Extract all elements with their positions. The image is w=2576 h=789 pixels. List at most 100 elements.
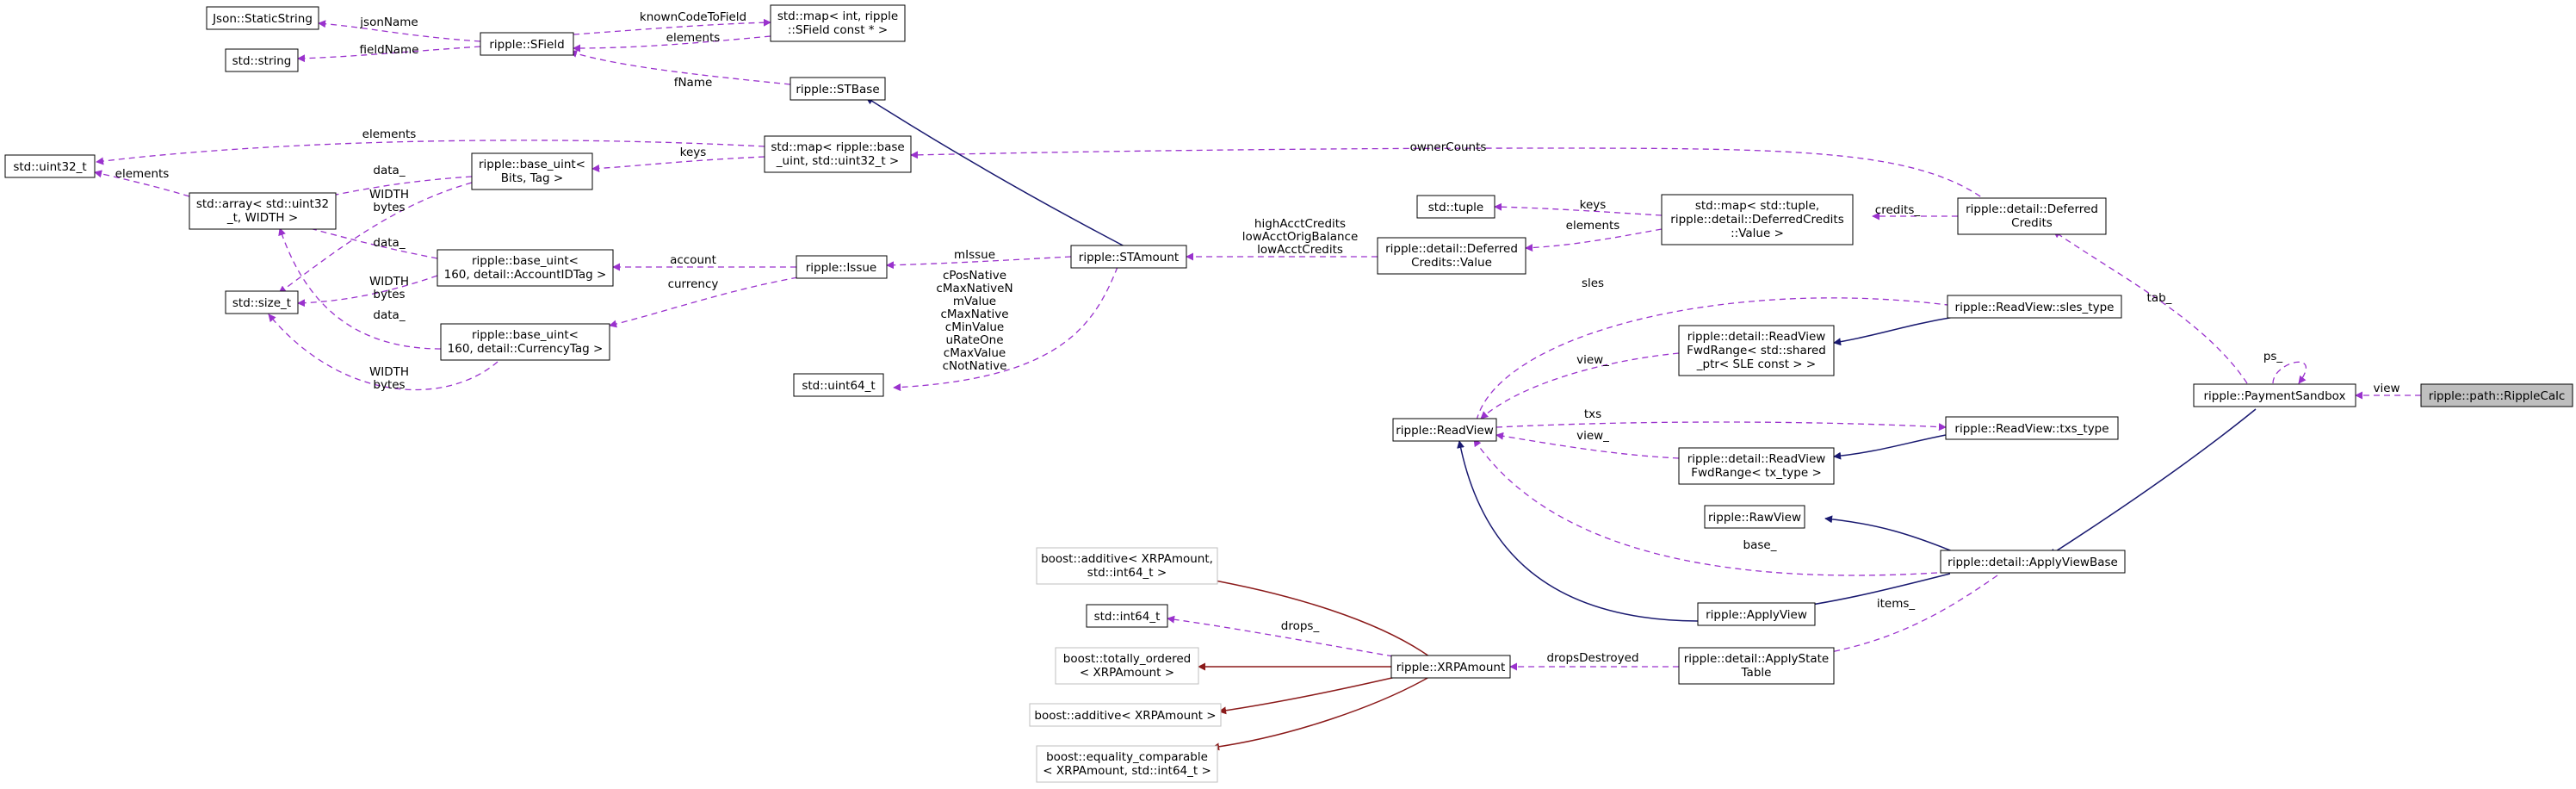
nodes: Json::StaticString std::string ripple::S…: [4, 4, 2573, 783]
svg-text:ripple::ApplyView: ripple::ApplyView: [1706, 608, 1807, 622]
node-base-uint-bits[interactable]: ripple::base_uint<Bits, Tag >: [471, 152, 593, 190]
edge-xrpamount-to-equality-comparable: [1211, 676, 1430, 751]
edge-readview-to-sles-type: [1476, 297, 1955, 421]
edges: [94, 18, 2421, 751]
edge-stamount-to-stbase: [865, 96, 1129, 249]
svg-text:std::tuple: std::tuple: [1428, 201, 1483, 214]
node-tuple[interactable]: std::tuple: [1416, 195, 1495, 219]
node-map-int-sfield[interactable]: std::map< int, ripple::SField const * >: [770, 4, 906, 42]
node-array-uint32[interactable]: std::array< std::uint32_t, WIDTH >: [189, 192, 337, 230]
svg-text:Json::StaticString: Json::StaticString: [212, 12, 313, 26]
node-apply-view-base[interactable]: ripple::detail::ApplyViewBase: [1940, 550, 2126, 574]
node-json-staticstring[interactable]: Json::StaticString: [206, 6, 319, 30]
node-int64[interactable]: std::int64_t: [1086, 604, 1168, 628]
edge-label-sles: sles: [1582, 276, 1604, 290]
node-sfield[interactable]: ripple::SField: [480, 32, 574, 56]
edge-apply-view-base-to-readview: [1473, 438, 1938, 576]
edge-label-keys-tuple: keys: [1580, 198, 1607, 212]
edge-label-account: account: [670, 253, 716, 267]
svg-text:boost::equality_comparable< XR: boost::equality_comparable< XRPAmount, s…: [1043, 750, 1211, 778]
node-sles-type[interactable]: ripple::ReadView::sles_type: [1947, 295, 2122, 319]
node-size-t[interactable]: std::size_t: [225, 290, 299, 314]
edge-labels: jsonName knownCodeToField fieldName elem…: [115, 10, 2400, 665]
edge-label-drops: drops_: [1281, 619, 1320, 633]
node-payment-sandbox[interactable]: ripple::PaymentSandbox: [2193, 383, 2356, 407]
edge-label-base: base_: [1743, 538, 1777, 552]
svg-text:ripple::RawView: ripple::RawView: [1708, 511, 1801, 525]
edge-issue-to-base-uint-currency: [609, 275, 808, 328]
edge-base-uint-currency-to-array: [278, 227, 442, 350]
edge-map-tuple-to-tuple: [1494, 202, 1663, 216]
edge-label-missue: mIssue: [954, 248, 995, 262]
edge-label-credits: credits_: [1875, 203, 1921, 217]
edge-map-base-uint-to-base-uint-bits: [591, 156, 765, 172]
edge-stamount-to-uint64: [893, 266, 1118, 392]
svg-text:ripple::XRPAmount: ripple::XRPAmount: [1396, 661, 1506, 674]
node-std-string[interactable]: std::string: [225, 48, 299, 72]
svg-text:std::size_t: std::size_t: [232, 296, 291, 310]
edge-apply-view-base-to-rawview: [1824, 515, 1964, 556]
node-ripple-calc[interactable]: ripple::path::RippleCalc: [2420, 383, 2573, 407]
node-map-tuple[interactable]: std::map< std::tuple,ripple::detail::Def…: [1661, 194, 1854, 245]
node-additive-xrp[interactable]: boost::additive< XRPAmount >: [1029, 703, 1222, 727]
svg-text:ripple::Issue: ripple::Issue: [806, 261, 877, 275]
node-equality-comparable[interactable]: boost::equality_comparable< XRPAmount, s…: [1036, 745, 1218, 783]
edge-label-elements-uint32-map: elements: [362, 127, 417, 141]
node-rawview[interactable]: ripple::RawView: [1704, 505, 1805, 529]
node-issue[interactable]: ripple::Issue: [796, 255, 888, 279]
edge-fwdrange-sle-to-readview: [1480, 352, 1680, 419]
node-stamount[interactable]: ripple::STAmount: [1070, 245, 1187, 269]
edge-sles-type-to-fwdrange-sle: [1833, 316, 1955, 346]
node-map-base-uint[interactable]: std::map< ripple::base_uint, std::uint32…: [764, 135, 912, 173]
edge-label-ps: ps_: [2263, 350, 2283, 363]
node-base-uint-currency[interactable]: ripple::base_uint<160, detail::CurrencyT…: [440, 323, 610, 361]
edge-label-data-account: data_: [373, 236, 405, 250]
edge-label-view-tx: view_: [1576, 429, 1609, 443]
edge-stbase-to-sfield: [569, 50, 791, 85]
edge-label-elements-sfield: elements: [666, 31, 721, 45]
edge-label-elements-value: elements: [1566, 219, 1620, 233]
edge-label-fname: fName: [674, 76, 713, 90]
node-txs-type[interactable]: ripple::ReadView::txs_type: [1945, 416, 2119, 440]
edge-sfield-to-map-int-sfield: [573, 18, 771, 35]
node-applyview[interactable]: ripple::ApplyView: [1697, 602, 1816, 626]
svg-text:boost::totally_ordered< XRPAmo: boost::totally_ordered< XRPAmount >: [1063, 652, 1191, 680]
edge-applyview-to-readview: [1457, 440, 1699, 622]
edge-payment-sandbox-self-ps: [2272, 361, 2307, 384]
node-additive-int64[interactable]: boost::additive< XRPAmount,std::int64_t …: [1036, 547, 1218, 585]
edge-stamount-to-issue: [886, 256, 1072, 270]
svg-text:ripple::base_uint<160, detail:: ripple::base_uint<160, detail::AccountID…: [444, 254, 607, 282]
node-uint32[interactable]: std::uint32_t: [4, 154, 96, 178]
svg-text:ripple::base_uint<160, detail:: ripple::base_uint<160, detail::CurrencyT…: [448, 328, 604, 356]
edge-array-uint32-to-uint32: [94, 170, 190, 197]
node-readview[interactable]: ripple::ReadView: [1392, 418, 1497, 442]
edge-label-data-currency: data_: [373, 308, 405, 322]
node-uint64[interactable]: std::uint64_t: [793, 373, 884, 397]
edge-label-knowncodetofield: knownCodeToField: [640, 10, 746, 24]
svg-text:boost::additive< XRPAmount,std: boost::additive< XRPAmount,std::int64_t …: [1041, 552, 1213, 580]
node-base-uint-account[interactable]: ripple::base_uint<160, detail::AccountID…: [437, 249, 614, 287]
node-xrpamount[interactable]: ripple::XRPAmount: [1390, 655, 1511, 679]
svg-text:ripple::detail::DeferredCredit: ripple::detail::DeferredCredits::Value: [1385, 242, 1518, 270]
svg-text:ripple::detail::DeferredCredit: ripple::detail::DeferredCredits: [1966, 202, 2098, 230]
edge-label-elements-uint32-array: elements: [115, 167, 170, 181]
edge-txs-type-to-fwdrange-tx: [1833, 434, 1947, 460]
svg-text:std::string: std::string: [232, 54, 292, 68]
svg-text:std::array< std::uint32_t, WID: std::array< std::uint32_t, WIDTH >: [196, 197, 329, 225]
edge-xrpamount-to-int64: [1167, 615, 1394, 657]
node-stbase[interactable]: ripple::STBase: [790, 77, 886, 101]
edge-label-currency: currency: [668, 277, 719, 291]
node-totally-ordered[interactable]: boost::totally_ordered< XRPAmount >: [1055, 647, 1199, 685]
edge-xrpamount-to-additive-xrp: [1218, 674, 1404, 715]
svg-text:ripple::ReadView: ripple::ReadView: [1396, 424, 1494, 438]
